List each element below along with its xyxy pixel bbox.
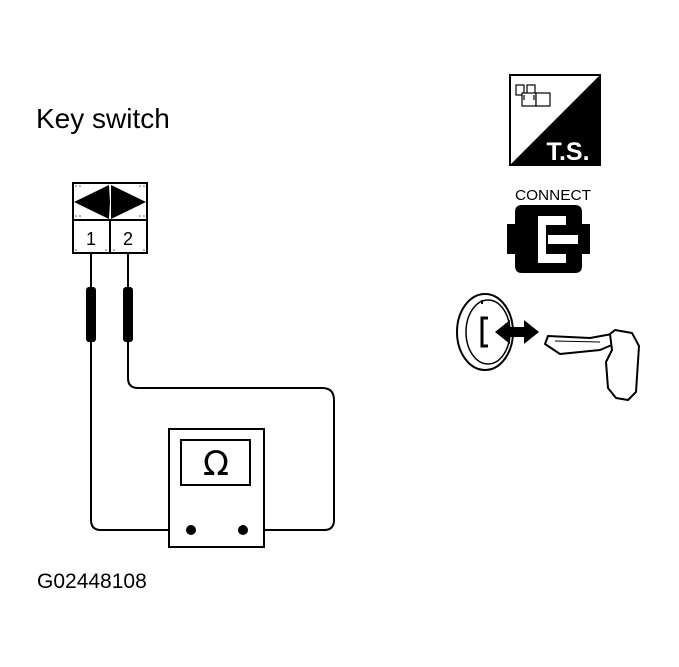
connector-pin-2: 2 [123,229,133,249]
connector-housing-icon [72,182,148,254]
test-lead-wires [90,342,335,531]
connect-plug-icon [507,205,590,273]
ignition-key-icon [544,329,640,401]
double-arrow-icon [495,320,539,344]
tester-pictogram-icon [515,84,551,107]
test-probe-icon [86,254,133,342]
connect-label: CONNECT [515,187,591,204]
ts-badge-label: T.S. [546,138,589,166]
figure-code: G02448108 [37,570,147,593]
connector-pin-1: 1 [86,229,96,249]
diagram-title: Key switch [36,103,170,134]
ohmmeter-icon [168,428,265,548]
ignition-key-cylinder-icon [456,293,514,371]
ohm-symbol: Ω [203,444,229,484]
ts-badge [509,74,601,166]
